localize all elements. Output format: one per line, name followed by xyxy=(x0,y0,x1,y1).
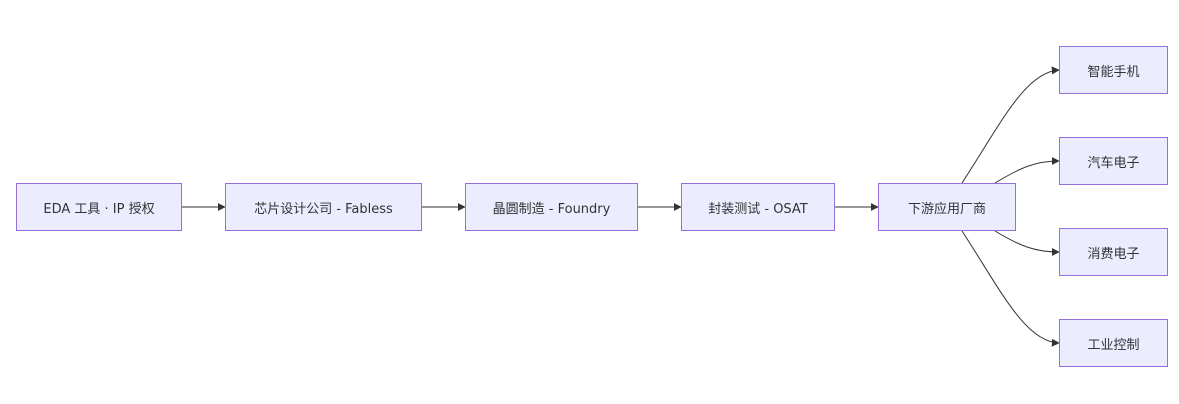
node-osat: 封装测试 - OSAT xyxy=(681,183,835,231)
node-foundry: 晶圆制造 - Foundry xyxy=(465,183,638,231)
edge-downstream-to-smartphone xyxy=(961,66,1060,184)
node-fabless: 芯片设计公司 - Fabless xyxy=(225,183,422,231)
node-smartphone: 智能手机 xyxy=(1059,46,1168,94)
edge-downstream-to-consumer xyxy=(994,230,1060,256)
node-consumer: 消费电子 xyxy=(1059,228,1168,276)
edge-downstream-to-industrial xyxy=(961,230,1060,347)
node-downstream: 下游应用厂商 xyxy=(878,183,1016,231)
node-auto: 汽车电子 xyxy=(1059,137,1168,185)
node-eda: EDA 工具 · IP 授权 xyxy=(16,183,182,231)
node-industrial: 工业控制 xyxy=(1059,319,1168,367)
edge-downstream-to-auto xyxy=(994,157,1060,184)
